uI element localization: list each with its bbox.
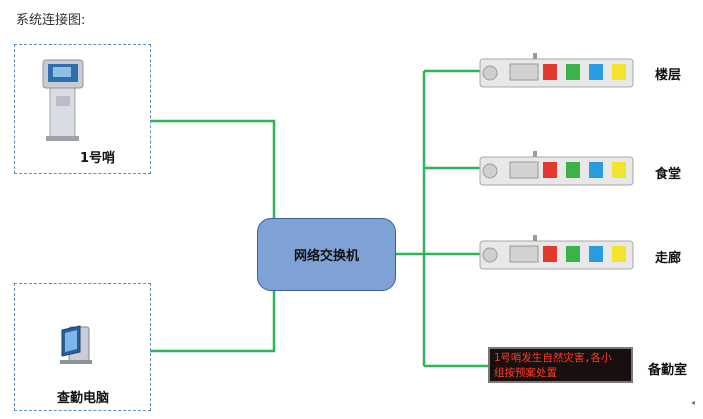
- network-switch: 网络交换机: [257, 218, 396, 291]
- network-wires: [150, 69, 488, 368]
- canteen-label: 食堂: [655, 167, 682, 182]
- whistle-label: 1号哨: [80, 151, 116, 166]
- wire-whistle-to-switch: [150, 119, 276, 219]
- floor-label: 楼层: [655, 68, 682, 83]
- whistle-node-box: [14, 44, 151, 174]
- switch-label: 网络交换机: [293, 249, 359, 264]
- wire-computer-to-switch: [150, 290, 276, 353]
- kiosk-terminal-icon: [42, 59, 84, 141]
- corridor-label: 走廊: [655, 251, 682, 266]
- alarm-panel-canteen: [479, 151, 634, 186]
- diagram-caption: 系统连接图:: [16, 13, 86, 28]
- led-text-line-1: 1号哨发生自然灾害,各小: [494, 352, 612, 364]
- alarm-panel-corridor: [479, 235, 634, 270]
- standby-room-label: 备勤室: [648, 363, 688, 378]
- led-text-line-2: 组按预案处置: [494, 367, 557, 379]
- led-display-board: 1号哨发生自然灾害,各小 组按预案处置: [488, 347, 633, 383]
- computer-node-box: [14, 283, 151, 411]
- computer-icon: [60, 325, 92, 364]
- corner-mark-icon: ◂: [691, 398, 696, 407]
- alarm-panel-floor: [479, 53, 634, 88]
- computer-label: 查勤电脑: [57, 391, 110, 406]
